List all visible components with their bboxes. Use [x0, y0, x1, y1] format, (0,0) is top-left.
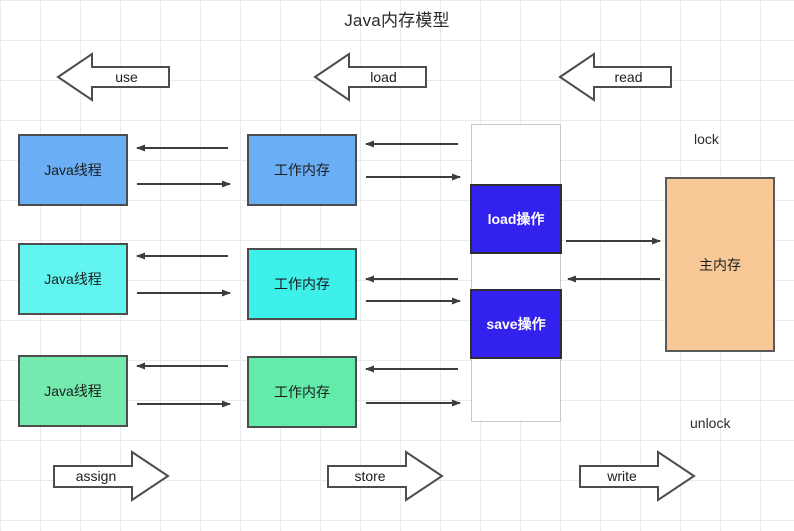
lock-label: lock [694, 131, 719, 147]
working-memory-box-3[interactable]: 工作内存 [247, 356, 357, 428]
page-title: Java内存模型 [344, 11, 450, 30]
thread-box-3-label: Java线程 [44, 382, 102, 399]
memory-column [471, 124, 561, 422]
working-memory-box-3-label: 工作内存 [274, 383, 330, 400]
block-arrow-load-shape [313, 52, 427, 102]
thread-box-1[interactable]: Java线程 [18, 134, 128, 206]
block-arrow-write: write [578, 450, 696, 502]
block-arrow-assign: assign [52, 450, 170, 502]
thread-box-2[interactable]: Java线程 [18, 243, 128, 315]
block-arrow-use-shape [56, 52, 170, 102]
working-memory-box-1[interactable]: 工作内存 [247, 134, 357, 206]
thread-box-3[interactable]: Java线程 [18, 355, 128, 427]
unlock-label: unlock [690, 415, 731, 431]
save-operation-box[interactable]: save操作 [470, 289, 562, 359]
block-arrow-write-shape [579, 450, 696, 502]
load-operation-box[interactable]: load操作 [470, 184, 562, 254]
block-arrow-store-shape [327, 450, 444, 502]
working-memory-box-2-label: 工作内存 [274, 275, 330, 292]
block-arrow-assign-shape [53, 450, 170, 502]
thread-box-2-label: Java线程 [44, 270, 102, 287]
load-operation-label: load操作 [487, 210, 545, 227]
main-memory-label: 主内存 [699, 256, 741, 273]
working-memory-box-1-label: 工作内存 [274, 161, 330, 178]
main-memory-box[interactable]: 主内存 [665, 177, 775, 352]
thread-box-1-label: Java线程 [44, 161, 102, 178]
block-arrow-read-shape [558, 52, 672, 102]
block-arrow-store: store [326, 450, 444, 502]
working-memory-box-2[interactable]: 工作内存 [247, 248, 357, 320]
save-operation-label: save操作 [486, 315, 546, 332]
